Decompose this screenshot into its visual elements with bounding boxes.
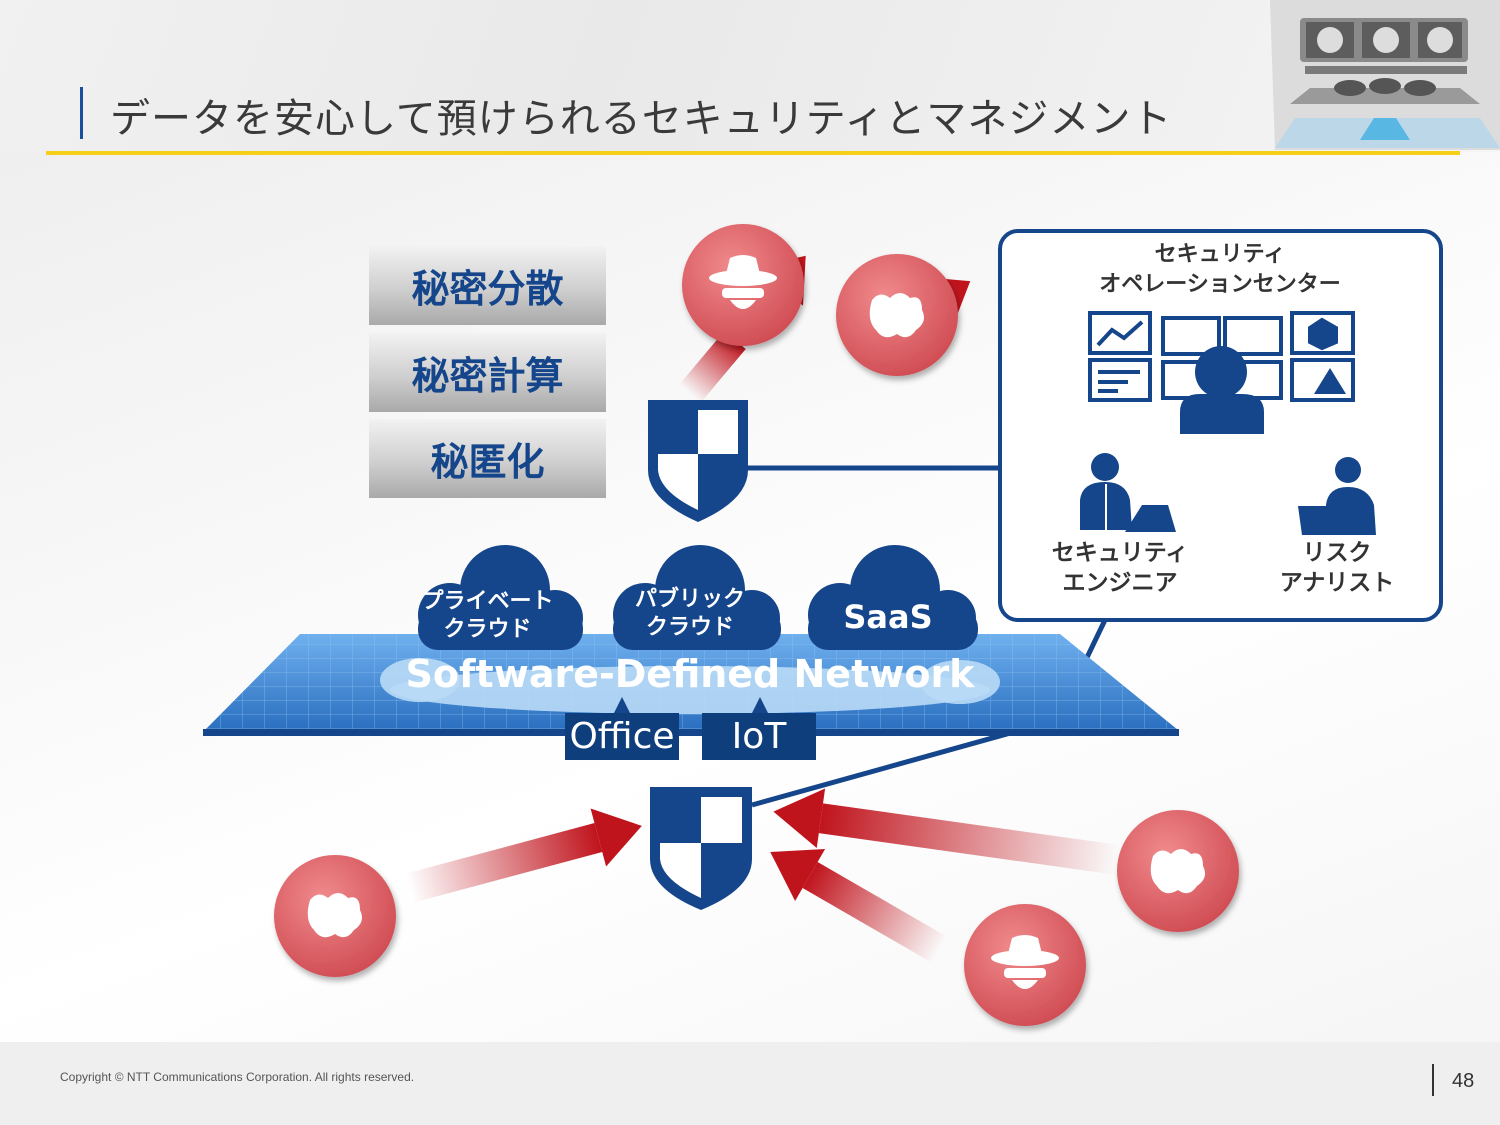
tech-secret-sharing: 秘密分散 [369, 246, 606, 325]
risk-analyst-person-icon [1298, 457, 1376, 535]
virus-icon [836, 254, 958, 376]
private-cloud-icon [418, 545, 583, 650]
tech-anonymization: 秘匿化 [369, 419, 606, 498]
risk-analyst-label-line1: リスク [1302, 540, 1372, 566]
security-engineer-label-line1: セキュリティ [1051, 540, 1189, 566]
shield-icon [650, 787, 752, 910]
attack-arrow [770, 849, 948, 963]
copyright-text: Copyright © NTT Communications Corporati… [60, 1070, 415, 1084]
page-number-divider [1432, 1064, 1434, 1096]
private-cloud-label: プライベート クラウド [405, 588, 570, 644]
public-cloud-label: パブリック クラウド [605, 586, 775, 642]
iot-tag: IoT [702, 713, 816, 760]
header-band [0, 0, 1500, 152]
footer-band [0, 1042, 1500, 1125]
soc-title: セキュリティ オペレーションセンター [1000, 240, 1440, 300]
soc-title-line2: オペレーションセンター [1099, 272, 1341, 297]
office-tag: Office [565, 713, 679, 760]
private-cloud-label-line1: プライベート [421, 589, 554, 614]
shield-icon [648, 400, 748, 522]
risk-analyst-label: リスク アナリスト [1262, 538, 1412, 598]
public-cloud-label-line2: クラウド [645, 615, 734, 640]
saas-label: SaaS [843, 598, 933, 636]
saas-cloud-icon [808, 545, 978, 650]
sdn-label: Software-Defined Network [405, 652, 975, 696]
private-cloud-label-line2: クラウド [443, 617, 532, 642]
attack-arrow [406, 808, 642, 903]
title-underline [46, 151, 1460, 155]
page-number: 48 [1452, 1070, 1475, 1092]
corner-logo-graphic [1270, 0, 1500, 150]
virus-icon [1117, 810, 1239, 932]
public-cloud-label-line1: パブリック [634, 587, 745, 612]
network-platform [203, 634, 1179, 736]
operator-person-icon [1180, 346, 1264, 434]
hacker-icon [964, 904, 1086, 1026]
hacker-icon [682, 224, 804, 346]
tech-secure-computation: 秘密計算 [369, 333, 606, 412]
page-title: データを安心して預けられるセキュリティとマネジメント [110, 96, 1173, 142]
security-engineer-label-line2: エンジニア [1062, 570, 1178, 596]
title-accent-bar [80, 87, 83, 139]
security-engineer-label: セキュリティ エンジニア [1040, 538, 1200, 598]
risk-analyst-label-line2: アナリスト [1279, 570, 1395, 596]
soc-title-line1: セキュリティ [1154, 242, 1286, 267]
public-cloud-icon [613, 545, 781, 650]
attack-arrow [773, 788, 1121, 875]
security-engineer-person-icon [1080, 453, 1176, 532]
virus-icon [274, 855, 396, 977]
